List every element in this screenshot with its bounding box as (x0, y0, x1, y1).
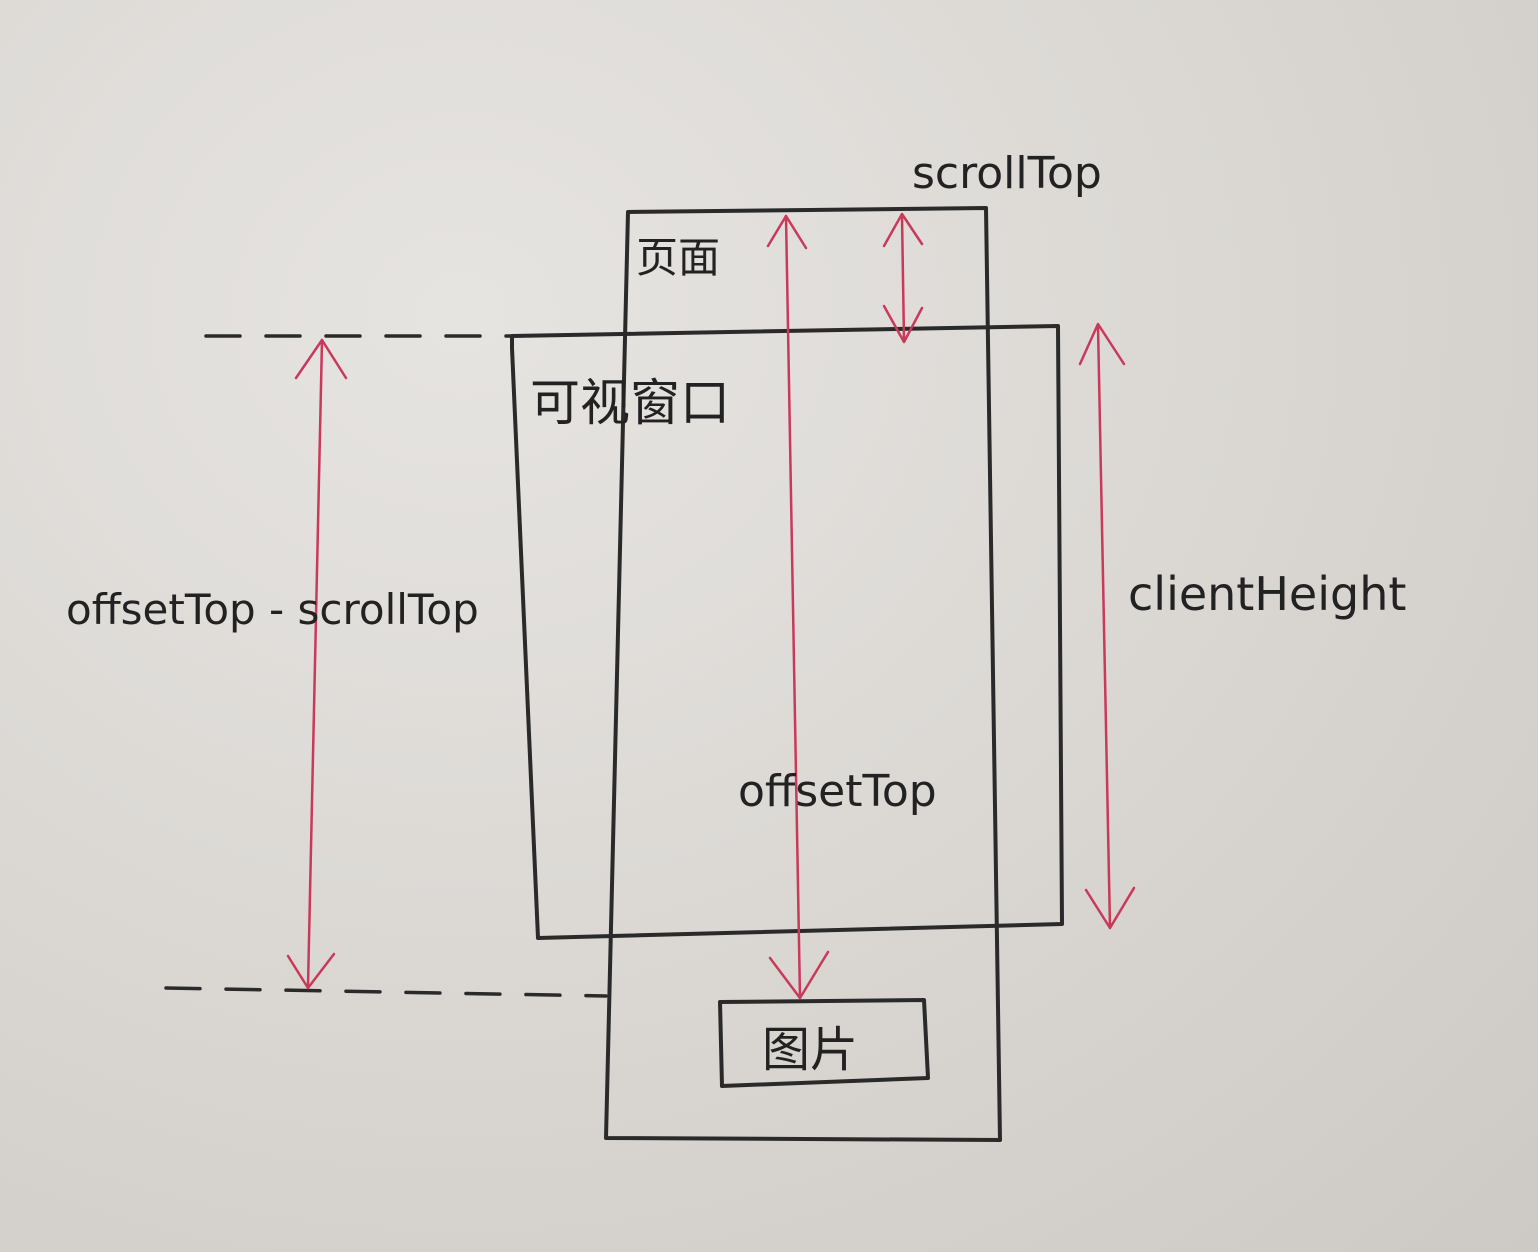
offset-minus-scroll-arrow (286, 338, 348, 990)
page-box (604, 206, 1002, 1142)
offset-top-arrow (766, 214, 830, 1000)
bottom-guide-line (164, 986, 608, 998)
client-height-arrow (1078, 322, 1136, 930)
offset-minus-scroll-label: offsetTop - scrollTop (66, 585, 479, 634)
viewport-label: 可视窗口 (530, 374, 730, 432)
scroll-top-label: scrollTop (912, 148, 1102, 199)
image-label: 图片 (762, 1022, 858, 1078)
image-box (718, 998, 930, 1088)
viewport-box (510, 324, 1064, 940)
client-height-label: clientHeight (1128, 567, 1406, 621)
scroll-top-arrow (882, 212, 924, 344)
page-label: 页面 (636, 233, 720, 282)
offset-top-label: offsetTop (738, 766, 937, 817)
